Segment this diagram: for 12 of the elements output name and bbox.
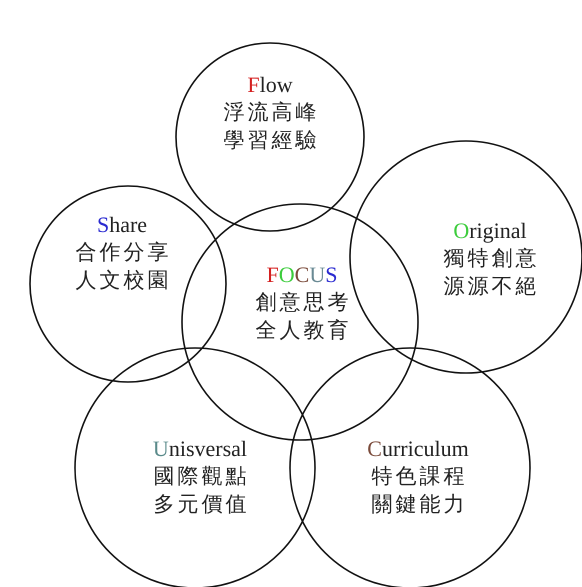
heading: Curriculum <box>367 436 469 462</box>
body-text: 浮流高峰學習經驗 <box>222 99 320 154</box>
body-text: 國際觀點多元價值 <box>152 463 250 518</box>
heading: Share <box>96 212 148 238</box>
body-text: 獨特創意源源不絕 <box>442 245 540 300</box>
body-text: 特色課程關鍵能力 <box>370 463 468 518</box>
heading: Original <box>453 218 527 244</box>
body-text: 創意思考全人教育 <box>254 289 352 344</box>
heading: FOCUS <box>266 262 338 288</box>
heading: Flow <box>247 72 293 98</box>
heading: Unisversal <box>152 436 248 462</box>
body-text: 合作分享人文校園 <box>74 239 172 294</box>
